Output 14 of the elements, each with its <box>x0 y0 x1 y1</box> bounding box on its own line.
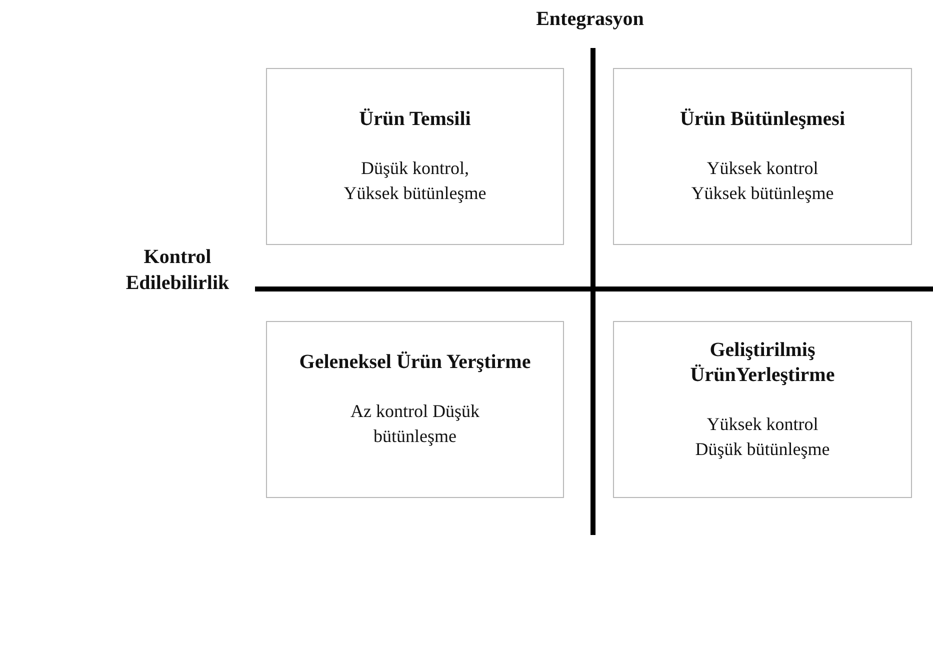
axis-label: Entegrasyon <box>535 7 645 32</box>
quadrant-box <box>266 68 564 245</box>
box-description: Yüksek kontrol Yüksek bütünleşme <box>690 157 835 206</box>
quadrant-box <box>266 321 564 498</box>
box-description: Az kontrol Düşük bütünleşme <box>350 400 480 448</box>
box-title: Ürün Bütünleşmesi <box>680 107 846 132</box>
axis-label: Kontrol Edilebilirlik <box>124 245 230 296</box>
box-title: Geliştirilmiş ÜrünYerleştirme <box>689 338 836 388</box>
quadrant-box <box>613 68 912 245</box>
box-title: Geleneksel Ürün Yerştirme <box>299 350 531 375</box>
box-description: Düşük kontrol, Yüksek bütünleşme <box>342 157 488 206</box>
quadrant-box <box>613 321 912 498</box>
box-description: Yüksek kontrol Düşük bütünleşme <box>694 413 831 462</box>
box-title: Ürün Temsili <box>359 107 471 132</box>
